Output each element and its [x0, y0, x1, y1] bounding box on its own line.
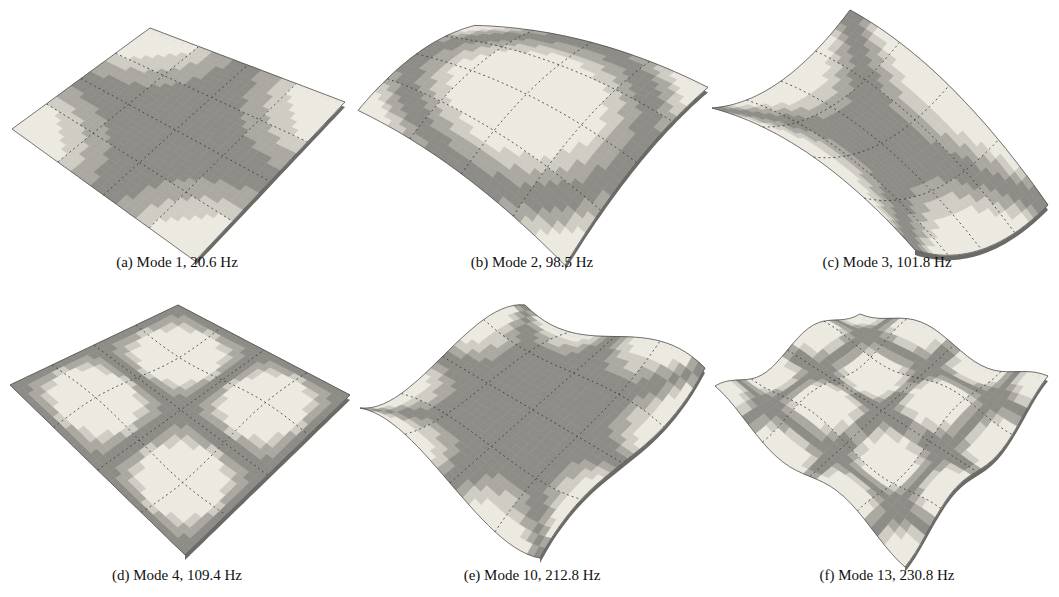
- plate-mode: [12, 28, 345, 266]
- plate-mode: [712, 10, 1048, 260]
- plate-mode: [358, 25, 708, 270]
